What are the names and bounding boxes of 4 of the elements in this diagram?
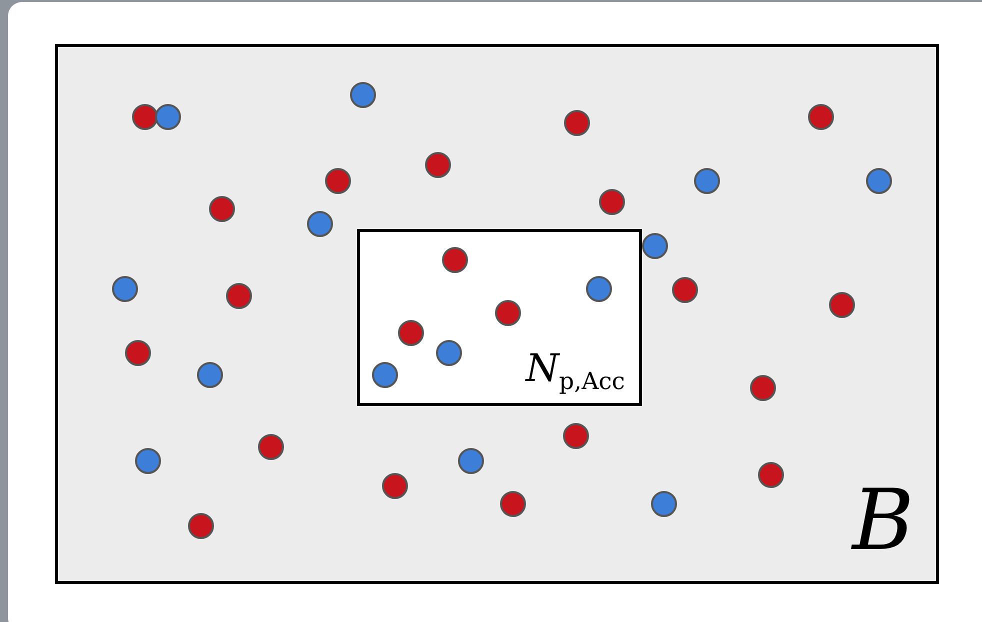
region-label: N$_{p,Acc}$ — [526, 346, 625, 395]
inner-region-box — [357, 229, 642, 406]
outer-region-box — [55, 44, 939, 584]
region-label: B — [852, 471, 914, 569]
